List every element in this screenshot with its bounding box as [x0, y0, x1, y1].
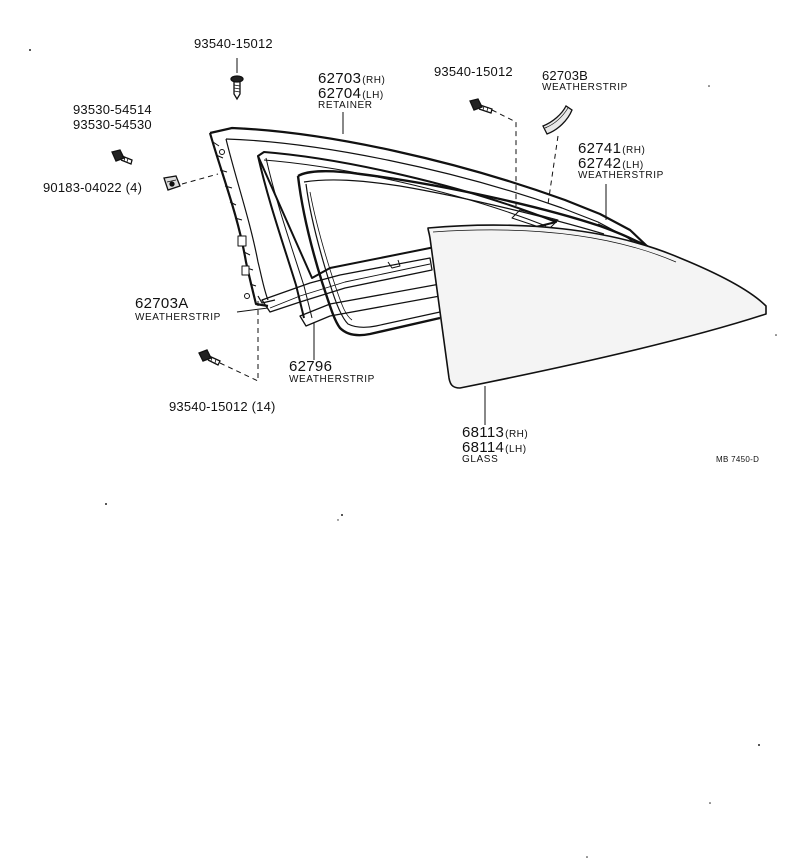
leader-lines [181, 58, 607, 425]
label-clip-nut: 90183-04022 (4) [43, 180, 143, 195]
label-bolt-1: 93530-54514 [73, 102, 152, 117]
label-ws-inner: 62796 [289, 358, 333, 375]
glass-panel [427, 224, 767, 389]
side-suffix: (RH) [622, 145, 646, 156]
screw-icon [198, 349, 221, 366]
label-screw-right: 93540-15012 [434, 64, 513, 79]
weatherstrip-b-icon [542, 105, 573, 135]
part-number: 62741 [578, 140, 622, 157]
part-number: 68114 [462, 439, 505, 456]
label-ws-inner-desc: WEATHERSTRIP [289, 374, 375, 385]
side-suffix: (RH) [505, 429, 529, 440]
part-number: 68113 [462, 424, 505, 441]
label-screw-bottom: 93540-15012 (14) [169, 399, 276, 414]
screw-icon [469, 98, 493, 114]
label-ws-outer-desc: WEATHERSTRIP [578, 170, 664, 181]
label-bolt-2: 93530-54530 [73, 117, 152, 132]
label-glass-desc: GLASS [462, 454, 499, 465]
label-retainer-desc: RETAINER [318, 100, 373, 111]
label-glass-rh: 68113(RH) [462, 425, 528, 440]
side-suffix: (LH) [362, 90, 384, 101]
label-ws-b-desc: WEATHERSTRIP [542, 82, 628, 93]
label-screw-top: 93540-15012 [194, 36, 273, 51]
retainer-frame [208, 126, 649, 308]
side-suffix: (LH) [622, 160, 644, 171]
screw-icon [230, 75, 244, 101]
part-number: 62704 [318, 85, 362, 102]
side-suffix: (LH) [505, 444, 527, 455]
bolt-icon [111, 149, 133, 165]
part-number: 62703 [318, 70, 362, 87]
label-ws-a-desc: WEATHERSTRIP [135, 312, 221, 323]
label-glass-lh: 68114(LH) [462, 440, 527, 455]
label-retainer-lh: 62704(LH) [318, 86, 384, 101]
label-ws-outer-lh: 62742(LH) [578, 156, 644, 171]
label-ws-b: 62703B [542, 68, 589, 83]
scan-specks [29, 49, 777, 858]
label-ws-a: 62703A [135, 295, 189, 312]
label-ws-outer-rh: 62741(RH) [578, 141, 645, 156]
clip-nut-icon [163, 175, 181, 191]
label-retainer-rh: 62703(RH) [318, 71, 385, 86]
part-number: 62742 [578, 155, 622, 172]
drawing-reference: MB 7450-D [716, 455, 760, 464]
side-suffix: (RH) [362, 75, 386, 86]
